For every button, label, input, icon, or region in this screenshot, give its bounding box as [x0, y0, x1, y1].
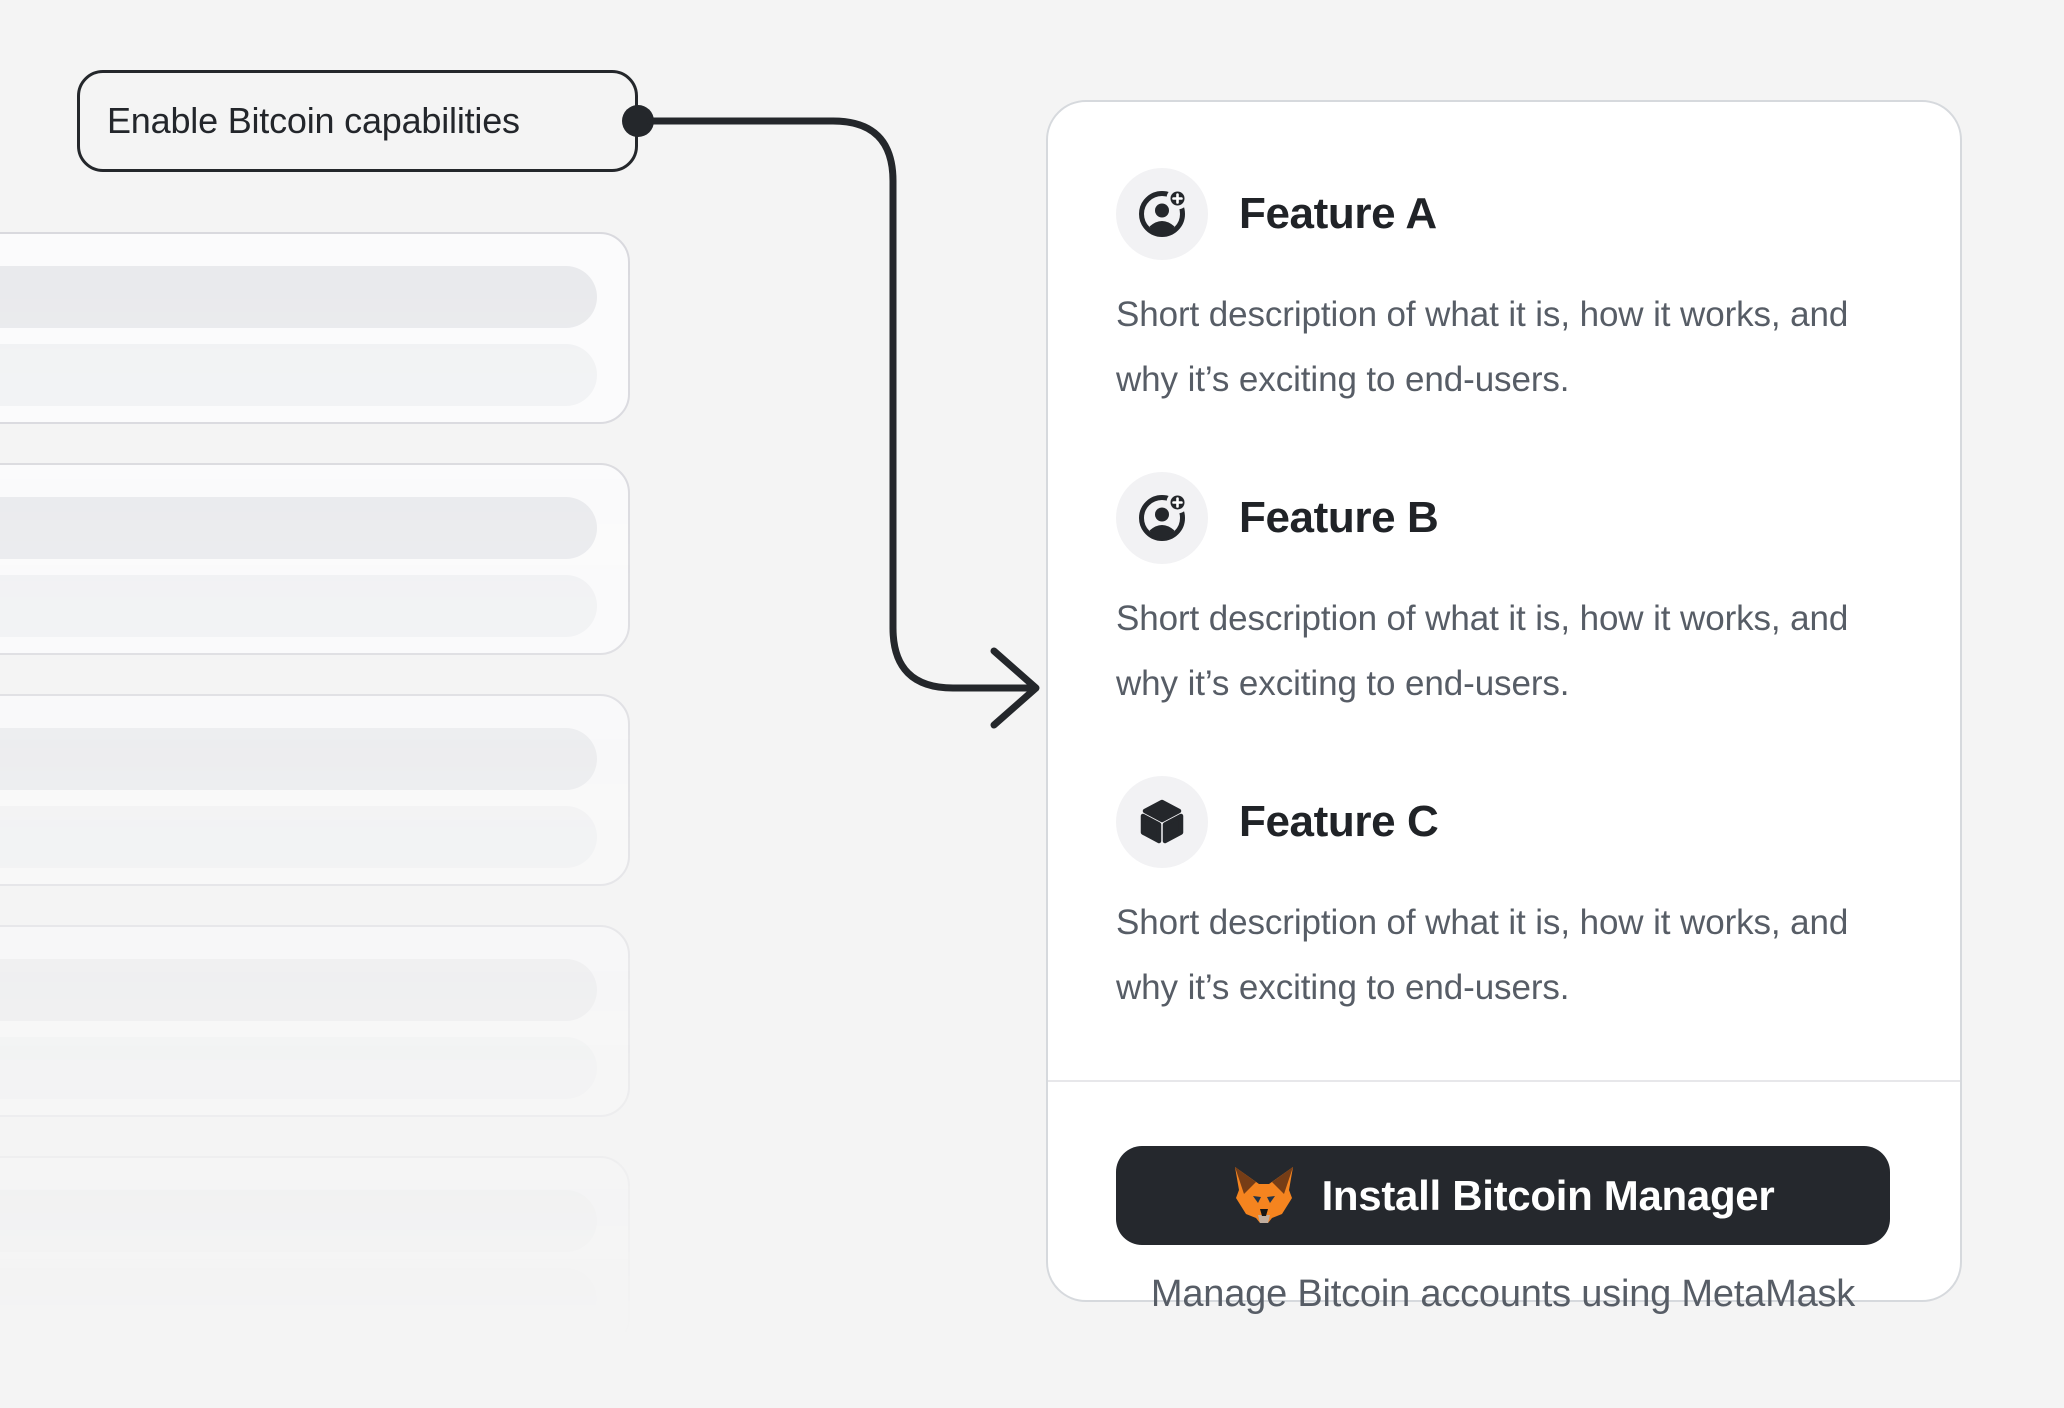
skeleton-card — [0, 1156, 630, 1348]
skeleton-line — [0, 1037, 597, 1099]
skeleton-line — [0, 959, 597, 1021]
feature-description: Short description of what it is, how it … — [1116, 903, 1849, 1007]
skeleton-card — [0, 925, 630, 1117]
install-bitcoin-manager-button[interactable]: Install Bitcoin Manager — [1116, 1146, 1890, 1245]
feature-description: Short description of what it is, how it … — [1116, 295, 1849, 399]
skeleton-card — [0, 694, 630, 886]
feature-panel-body: Feature A Short description of what it i… — [1048, 102, 1960, 1080]
feature-title: Feature B — [1239, 493, 1439, 542]
feature-header: Feature A — [1116, 168, 1890, 260]
callout-label: Enable Bitcoin capabilities — [107, 100, 520, 141]
skeleton-card — [0, 232, 630, 424]
feature-title: Feature A — [1239, 189, 1437, 238]
callout-enable-bitcoin: Enable Bitcoin capabilities — [77, 70, 638, 172]
feature-panel-footer: Install Bitcoin Manager Manage Bitcoin a… — [1048, 1080, 1960, 1352]
skeleton-line — [0, 806, 597, 868]
skeleton-line — [0, 497, 597, 559]
skeleton-line — [0, 1268, 597, 1330]
skeleton-card-list — [0, 232, 630, 1348]
skeleton-line — [0, 266, 597, 328]
feature-header: Feature B — [1116, 472, 1890, 564]
skeleton-line — [0, 575, 597, 637]
feature-section-a: Feature A Short description of what it i… — [1116, 168, 1890, 412]
user-add-icon — [1116, 472, 1208, 564]
skeleton-line — [0, 1190, 597, 1252]
feature-header: Feature C — [1116, 776, 1890, 868]
feature-title: Feature C — [1239, 797, 1439, 846]
feature-section-c: Feature C Short description of what it i… — [1116, 776, 1890, 1020]
metamask-fox-icon — [1234, 1166, 1293, 1223]
feature-description: Short description of what it is, how it … — [1116, 599, 1849, 703]
skeleton-line — [0, 728, 597, 790]
install-button-label: Install Bitcoin Manager — [1321, 1171, 1775, 1219]
feature-panel: Feature A Short description of what it i… — [1046, 100, 1962, 1315]
skeleton-line — [0, 344, 597, 406]
cube-icon — [1116, 776, 1208, 868]
feature-section-b: Feature B Short description of what it i… — [1116, 472, 1890, 716]
skeleton-card — [0, 463, 630, 655]
footer-caption: Manage Bitcoin accounts using MetaMask — [1150, 1273, 1856, 1315]
user-add-icon — [1116, 168, 1208, 260]
